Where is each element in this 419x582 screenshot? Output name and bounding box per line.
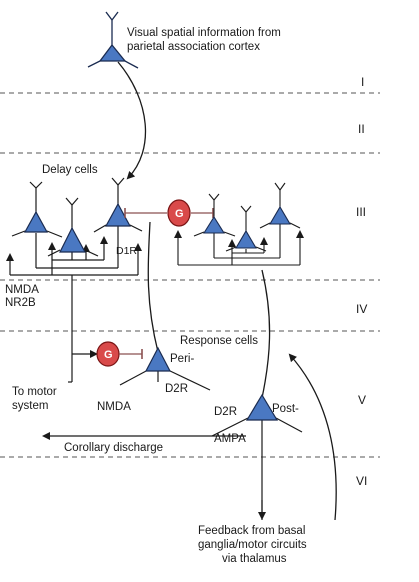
layer-label-5: V — [358, 393, 366, 407]
right-cell-2 — [235, 229, 257, 249]
peri-label: Peri- — [170, 353, 194, 365]
peri-cell-body — [145, 346, 171, 372]
right-to-post-path — [261, 269, 271, 399]
input-neuron — [87, 11, 139, 69]
delay-cell-cluster — [6, 177, 143, 276]
nr2b-label: NR2B — [5, 297, 36, 309]
input-arrow — [117, 61, 147, 180]
post-cell-body — [245, 393, 279, 421]
gaba-symbol-bottom: G — [104, 349, 113, 361]
visual-input-label-line2: parietal association cortex — [127, 41, 260, 53]
feedback-label-line1: Feedback from basal — [198, 525, 305, 537]
delay-cells-label: Delay cells — [42, 164, 98, 176]
delay-cell-2 — [59, 226, 87, 253]
gaba-symbol-top: G — [175, 208, 184, 220]
right-cell-cluster — [174, 182, 304, 266]
visual-input-label-line1: Visual spatial information from — [127, 27, 281, 39]
gaba-interneuron-top: G — [124, 199, 214, 227]
feedback-label-line2: ganglia/motor circuits — [198, 539, 307, 551]
d1r-label: D1R — [116, 245, 137, 257]
layer-label-2: II — [358, 122, 365, 136]
d2r-peri-label: D2R — [165, 383, 188, 395]
right-cell-3 — [269, 205, 291, 225]
delay-cell-1 — [23, 210, 49, 233]
delay-cell-3 — [104, 202, 132, 227]
to-motor-label-line1: To motor — [12, 386, 57, 398]
ampa-label: AMPA — [214, 433, 246, 445]
d2r-post-label: D2R — [214, 406, 237, 418]
layer-labels: I II III IV V VI — [356, 75, 367, 488]
nmda-label: NMDA — [97, 401, 131, 413]
nmda-label-upper: NMDA — [5, 284, 39, 296]
to-motor-label-line2: system — [12, 400, 48, 412]
gaba-cell-top — [167, 199, 191, 227]
layer-label-6: VI — [356, 474, 367, 488]
layer-dividers — [0, 92, 380, 458]
post-label: Post- — [272, 403, 299, 415]
response-cells-label: Response cells — [180, 335, 258, 347]
right-cell-1 — [203, 215, 225, 234]
layer-label-3: III — [356, 205, 366, 219]
gaba-interneuron-bottom: G — [96, 341, 143, 367]
delay-to-response-path — [147, 221, 159, 353]
feedback-label-line3: via thalamus — [222, 553, 287, 565]
feedback-arrow — [288, 353, 337, 521]
layer-label-1: I — [361, 75, 364, 89]
corollary-discharge-label: Corollary discharge — [64, 442, 163, 454]
layer-label-4: IV — [356, 302, 367, 316]
peri-response-cell — [119, 369, 211, 391]
